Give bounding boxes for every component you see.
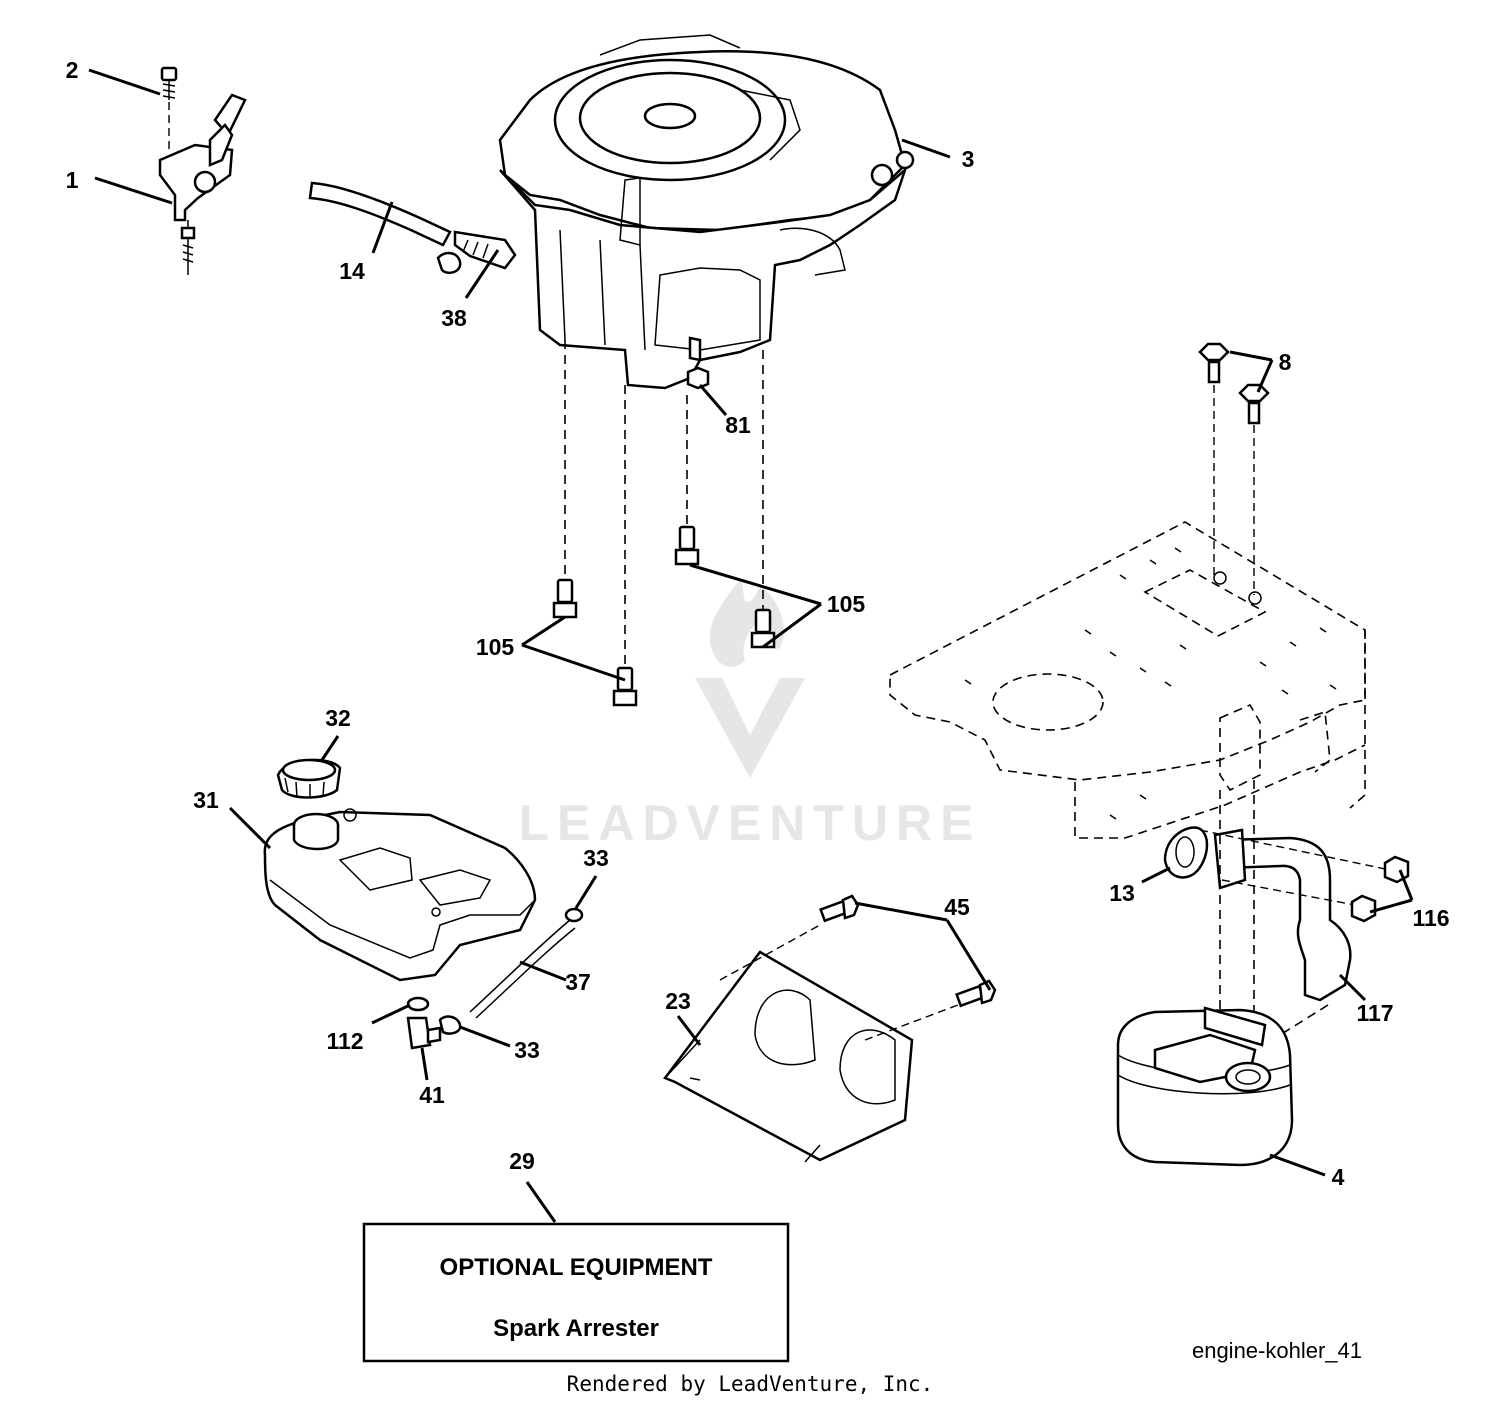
callout-14: 14 [339, 258, 365, 284]
bolts-105 [552, 525, 776, 707]
nut-81 [686, 336, 710, 390]
callout-13: 13 [1109, 880, 1135, 906]
optional-equipment-subtitle: Spark Arrester [493, 1315, 659, 1342]
callout-45: 45 [944, 894, 970, 920]
callout-labels: 1 2 3 4 8 13 14 23 29 31 32 33 33 37 38 … [66, 57, 1450, 1190]
callout-105-left: 105 [476, 634, 515, 660]
fuel-line-37 [438, 907, 584, 1035]
callout-116: 116 [1412, 905, 1449, 931]
gasket-guide-2 [1221, 879, 1356, 906]
callout-8: 8 [1279, 349, 1292, 375]
callout-31: 31 [193, 787, 219, 813]
deck-bolts-8 [1198, 342, 1270, 595]
watermark-text: LEADVENTURE [518, 795, 981, 851]
engine-deck-frame [889, 521, 1366, 839]
fitting-41 [406, 996, 442, 1050]
muffler-guide-c [1279, 1004, 1329, 1036]
diagram-id: engine-kohler_41 [1192, 1338, 1362, 1363]
callout-81: 81 [725, 412, 751, 438]
heat-shield-23 [663, 924, 959, 1163]
gasket-13 [1163, 826, 1209, 879]
callout-2: 2 [66, 57, 79, 83]
fuel-cap-32 [276, 758, 342, 799]
callout-33-upper: 33 [583, 845, 609, 871]
muffler-4 [1116, 1006, 1294, 1167]
exhaust-pipe-117 [1213, 828, 1352, 1002]
fuel-tank-31 [263, 808, 537, 982]
nuts-116 [1350, 855, 1410, 923]
leader-lines [88, 68, 1414, 1223]
callout-29: 29 [509, 1148, 535, 1174]
callout-4: 4 [1332, 1164, 1345, 1190]
watermark-logo: LEADVENTURE [518, 580, 981, 851]
callout-33-lower: 33 [514, 1037, 540, 1063]
render-credit: Rendered by LeadVenture, Inc. [567, 1372, 934, 1396]
callout-3: 3 [962, 146, 975, 172]
callout-23: 23 [665, 988, 691, 1014]
engine-assembly [498, 34, 915, 390]
callout-41: 41 [419, 1082, 445, 1108]
callout-37: 37 [565, 969, 591, 995]
throttle-control [158, 66, 247, 275]
callout-38: 38 [441, 305, 467, 331]
callout-117: 117 [1356, 1000, 1393, 1026]
callout-32: 32 [325, 705, 351, 731]
screws-45 [819, 894, 997, 1008]
callout-1: 1 [66, 167, 79, 193]
optional-equipment-title: OPTIONAL EQUIPMENT [440, 1254, 713, 1281]
optional-equipment-box [362, 1222, 790, 1363]
callout-112: 112 [326, 1028, 363, 1054]
fuel-line-upper [308, 181, 517, 274]
callout-105-right: 105 [827, 591, 866, 617]
gasket-guide [1199, 829, 1391, 871]
